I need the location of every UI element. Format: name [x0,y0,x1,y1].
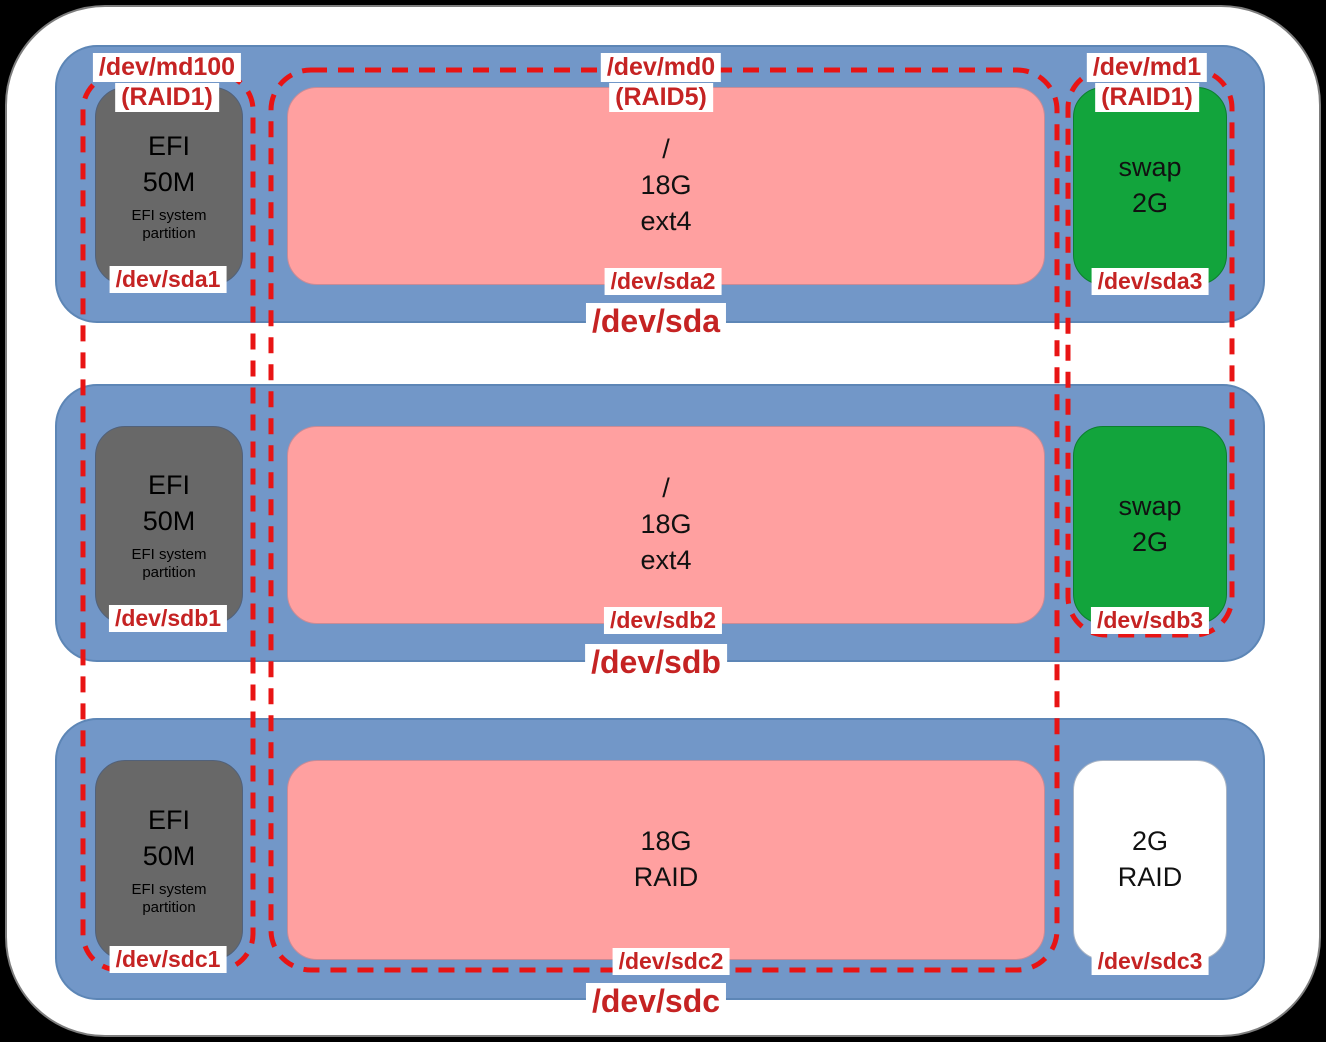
partition-sdc1-efi: EFI 50M EFI system partition [95,760,243,960]
partition-sdb1-efi: EFI 50M EFI system partition [95,426,243,624]
raid-md100-level: (RAID1) [115,83,219,112]
partition-text: 50M [142,166,196,197]
partition-sda1-efi: EFI 50M EFI system partition [95,87,243,285]
label-disk-sdc: /dev/sdc [585,983,727,1020]
partition-text: swap [1118,491,1182,522]
partition-text: 18G [640,826,692,857]
partition-text: EFI [147,804,190,835]
partition-text: 2G [1131,527,1169,557]
partition-subtext: EFI system partition [131,881,207,917]
partition-text: 18G [640,170,692,201]
label-sdb3: /dev/sdb3 [1090,607,1210,634]
partition-text: 50M [142,505,196,536]
partition-sda2-root: / 18G ext4 [287,87,1045,285]
partition-subtext: EFI system partition [131,207,207,243]
label-disk-sda: /dev/sda [585,303,727,340]
partition-text: EFI [147,130,190,161]
partition-sdc3-raid-member: 2G RAID [1073,760,1227,960]
label-sdb1: /dev/sdb1 [108,605,228,632]
partition-text: swap [1118,152,1182,183]
label-sda1: /dev/sda1 [109,266,227,293]
partition-sdb3-swap: swap 2G [1073,426,1227,624]
raid-md100-name: /dev/md100 [92,53,242,82]
partition-text: ext4 [640,205,692,236]
raid-md1-name: /dev/md1 [1086,53,1208,82]
label-sdc2: /dev/sdc2 [612,948,730,975]
partition-text: 18G [640,509,692,540]
partition-subtext: EFI system partition [131,546,207,582]
partition-text: 50M [142,840,196,871]
label-sda2: /dev/sda2 [604,268,722,295]
label-sdc1: /dev/sdc1 [109,946,227,973]
partition-sda3-swap: swap 2G [1073,87,1227,285]
partition-text: RAID [633,862,699,892]
raid-md0-level: (RAID5) [609,83,713,112]
partition-sdc2-raid-member: 18G RAID [287,760,1045,960]
label-sda3: /dev/sda3 [1091,268,1209,295]
partition-text: 2G [1131,826,1169,857]
partition-text: / [662,134,670,165]
partition-sdb2-root: / 18G ext4 [287,426,1045,624]
label-disk-sdb: /dev/sdb [585,644,727,681]
partition-text: RAID [1117,862,1183,892]
raid-md0-name: /dev/md0 [600,53,722,82]
label-sdb2: /dev/sdb2 [603,607,723,634]
label-sdc3: /dev/sdc3 [1091,948,1209,975]
partition-text: / [662,473,670,504]
raid-md1-level: (RAID1) [1095,83,1199,112]
partition-text: EFI [147,469,190,500]
partition-text: ext4 [640,544,692,575]
partition-text: 2G [1131,188,1169,218]
